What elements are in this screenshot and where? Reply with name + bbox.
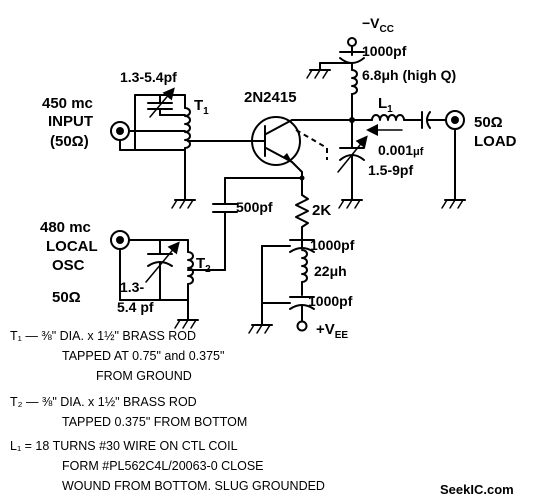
r-2k-resistor (295, 194, 309, 241)
c-1000-bypass-top (306, 51, 365, 79)
c-1-5-9-label: 1.5-9pf (368, 162, 413, 178)
note-line: TAPPED 0.375" FROM BOTTOM (62, 415, 247, 429)
osc-word2-label: OSC (52, 257, 85, 274)
t1-coil (159, 94, 256, 201)
l1-label: L1 (378, 95, 393, 115)
input-imp-label: (50Ω) (50, 133, 89, 150)
transistor-label: 2N2415 (244, 89, 297, 106)
note-line: FORM #PL562C4L/20063-0 CLOSE (62, 459, 264, 473)
c-1000-mid-label: 1000pf (310, 237, 355, 253)
osc-freq-label: 480 mc (40, 219, 91, 236)
vee-label: +VEE (316, 321, 348, 341)
t2-circuit (128, 239, 189, 301)
input-word-label: INPUT (48, 113, 93, 130)
l-22-label: 22μh (314, 263, 347, 279)
c-500-label: 500pf (236, 199, 273, 215)
c-1000-mid-bypass (261, 239, 315, 326)
input-freq-label: 450 mc (42, 95, 93, 112)
t2-coil (174, 239, 199, 329)
notes-block: T₁ — ⅜" DIA. x 1½" BRASS ROD TAPPED AT 0… (10, 329, 325, 493)
note-line: L₁ = 18 TURNS #30 WIRE ON CTL COIL (10, 439, 238, 453)
note-line: TAPPED AT 0.75" and 0.375" (62, 349, 224, 363)
c-5-4-pf-label: 5.4 pf (117, 299, 154, 315)
l-6-8-label: 6.8μh (high Q) (362, 67, 456, 83)
c-1000-bottom-bypass (261, 296, 315, 332)
t1-label: T1 (194, 97, 209, 117)
r-2k-label: 2K (312, 202, 331, 219)
c-1-3-5-4-variable-capacitor-t1 (147, 87, 186, 118)
note-line: WOUND FROM BOTTOM. SLUG GROUNDED (62, 479, 325, 493)
load-connector (441, 110, 466, 209)
t1-input-circuit (119, 94, 186, 151)
osc-word1-label: LOCAL (46, 238, 98, 255)
emitter-node (224, 161, 305, 196)
vcc-terminal (347, 37, 357, 56)
note-line: T₂ — ⅜" DIA. x 1½" BRASS ROD (10, 395, 197, 409)
input-connector (110, 121, 130, 151)
c-1000-bot-label: 1000pf (308, 293, 353, 309)
l1-coil (351, 114, 423, 136)
c-0-001-label: 0.001μf (378, 142, 424, 158)
note-line: T₁ — ⅜" DIA. x 1½" BRASS ROD (10, 329, 196, 343)
c-0-001-output-capacitor (421, 111, 447, 129)
osc-imp-label: 50Ω (52, 289, 81, 306)
note-line: FROM GROUND (96, 369, 192, 383)
watermark: SeekIC.com (440, 482, 514, 497)
l-6-8-uh-coil (349, 62, 358, 123)
c-500-coupling-capacitor (187, 177, 238, 271)
l-22-uh-choke (301, 249, 308, 296)
ground-symbol (171, 199, 196, 209)
load-word-label: LOAD (474, 133, 517, 150)
vcc-label: −VCC (362, 15, 394, 35)
c-1000-top-label: 1000pf (362, 43, 407, 59)
ground-symbol-bottom (248, 324, 273, 334)
t2-label: T2 (196, 255, 211, 275)
c-1-3-5-4-top-label: 1.3-5.4pf (120, 69, 177, 85)
load-ohm-label: 50Ω (474, 114, 503, 131)
c-1-3-a-label: 1.3- (120, 279, 144, 295)
transistor-2n2415 (251, 116, 353, 166)
collector-tank (337, 119, 368, 209)
